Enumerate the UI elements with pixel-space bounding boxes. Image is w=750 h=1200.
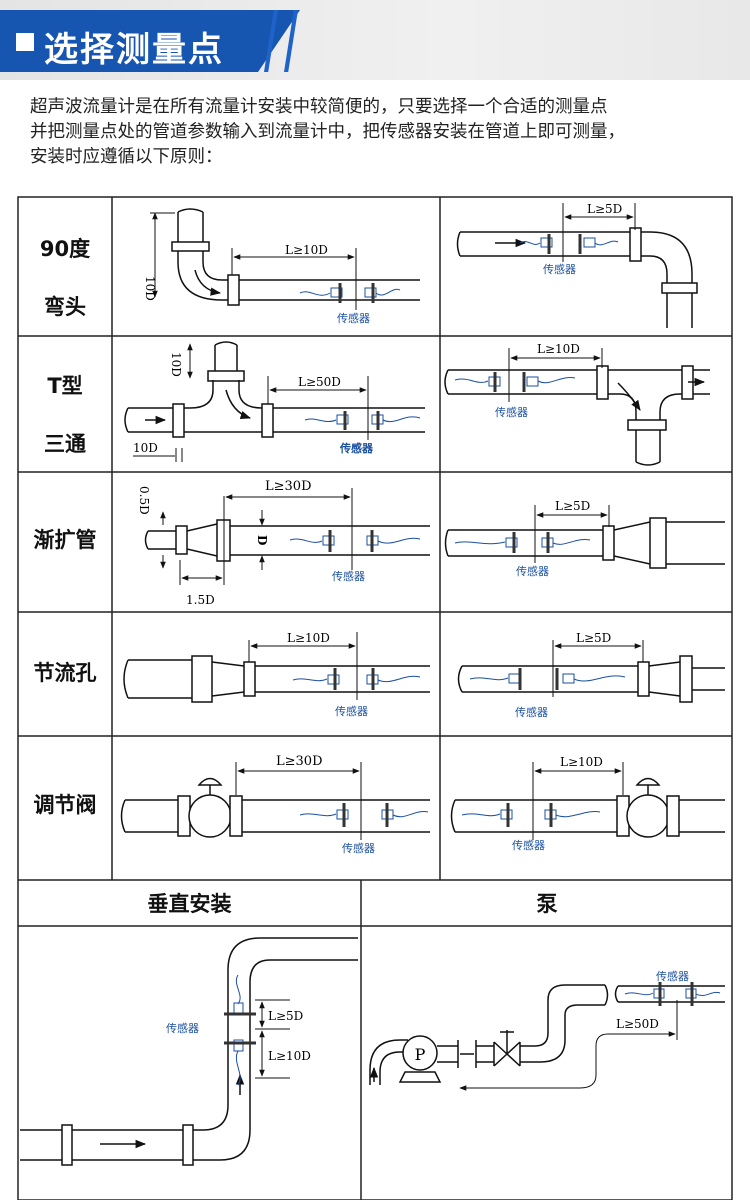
dim-expander-left	[160, 488, 353, 585]
sensor-pair	[224, 974, 256, 1086]
intro-line: 安装时应遵循以下原则：	[30, 147, 223, 167]
dim-orifice-left	[248, 632, 358, 700]
page-title: 选择测量点	[44, 30, 224, 70]
sensor-label: 传感器	[656, 970, 689, 983]
row-label-line: 节流孔	[33, 661, 97, 685]
sensor-pair	[304, 411, 421, 430]
sensor-pair	[289, 530, 421, 552]
sensor-label: 传感器	[332, 570, 365, 583]
sensor-label: 传感器	[515, 706, 548, 719]
dim-tee-right	[508, 348, 603, 402]
diagram-orifice-left	[123, 655, 430, 703]
dim-orifice-right	[552, 640, 644, 697]
dim-valve-right	[532, 762, 624, 840]
diagram-valve-left	[120, 777, 430, 838]
dim-elbow-left	[150, 212, 357, 310]
dim-label: 10D	[133, 441, 158, 455]
row-label-valve: 调节阀	[18, 776, 112, 834]
diagram-elbow-left	[171, 208, 420, 306]
sensor-pair	[469, 668, 626, 690]
sensor-label: 传感器	[166, 1022, 199, 1035]
banner-blue-tab	[0, 10, 300, 72]
sensor-label: 传感器	[516, 565, 549, 578]
diagram-pump	[369, 984, 725, 1085]
section-heading-vertical: 垂直安装	[147, 892, 232, 916]
section-heading-pump: 泵	[536, 892, 558, 916]
dim-label: 0.5D	[137, 486, 151, 515]
sensor-label: 传感器	[512, 839, 545, 852]
dim-pump	[459, 1000, 678, 1091]
diagram-tee-right	[444, 365, 710, 466]
dim-label: L≥10D	[268, 1049, 311, 1063]
dim-label: L≥5D	[587, 202, 622, 216]
sensor-pair	[461, 803, 601, 827]
dim-label: L≥30D	[276, 754, 323, 769]
sensor-pair	[519, 234, 619, 254]
sensor-pair	[454, 532, 591, 553]
row-label-expander: 渐扩管	[18, 511, 112, 569]
dim-label: 10D	[143, 276, 157, 301]
intro-line: 并把测量点处的管道参数输入到流量计中，把传感器安装在管道上即可测量，	[30, 122, 625, 142]
pump-symbol: P	[415, 1045, 426, 1064]
diagram-expander-right	[444, 517, 725, 569]
dim-label: L≥10D	[537, 342, 580, 356]
sensor-label: 传感器	[543, 263, 576, 276]
dim-label: D	[255, 535, 269, 545]
sensor-label: 传感器	[339, 441, 374, 455]
row-label-line: 三通	[44, 432, 86, 456]
sensor-pair	[624, 982, 721, 1006]
dim-label: L≥5D	[576, 631, 611, 645]
dim-label: L≥10D	[560, 755, 603, 769]
row-label-line: 渐扩管	[33, 528, 97, 552]
sensor-pair	[299, 803, 429, 827]
bullet-square-icon	[16, 33, 34, 51]
diagram-tee-left	[124, 341, 425, 438]
dim-label: L≥5D	[268, 1009, 303, 1023]
diagram-elbow-right	[456, 227, 698, 328]
row-label-line: T型	[47, 374, 83, 398]
intro-line: 超声波流量计是在所有流量计安装中较简便的，只要选择一个合适的测量点	[30, 97, 608, 117]
dim-label: L≥50D	[298, 375, 341, 389]
dim-vertical	[255, 999, 290, 1079]
dim-label: 1.5D	[186, 593, 215, 607]
sensor-label: 传感器	[337, 312, 370, 325]
dim-tee-left	[133, 343, 369, 462]
row-label-orifice: 节流孔	[18, 644, 112, 702]
row-label-tee: T型 三通	[18, 357, 112, 473]
dim-label: 10D	[169, 352, 183, 377]
diagram-valve-right	[450, 777, 725, 838]
dim-expander-right	[534, 505, 610, 563]
sensor-label: 传感器	[495, 406, 528, 419]
diagram-orifice-right	[457, 655, 725, 703]
diagram-expander-left	[144, 519, 430, 562]
intro-paragraph: 超声波流量计是在所有流量计安装中较简便的，只要选择一个合适的测量点 并把测量点处…	[30, 95, 730, 170]
row-label-line: 弯头	[44, 295, 86, 319]
dim-elbow-right	[562, 203, 636, 262]
table-grid	[17, 196, 733, 1200]
section-banner: 选择测量点	[0, 0, 750, 80]
sensor-label: 传感器	[342, 842, 375, 855]
row-label-line: 90度	[39, 237, 91, 261]
sensor-pair	[299, 283, 401, 303]
sensor-pair	[292, 668, 421, 690]
dim-valve-left	[235, 762, 362, 840]
dim-label: L≥30D	[265, 479, 312, 494]
sensor-pair	[454, 372, 576, 392]
sensor-label: 传感器	[335, 705, 368, 718]
row-label-elbow: 90度 弯头	[18, 220, 112, 336]
dim-label: L≥10D	[285, 243, 328, 257]
diagram-vertical	[20, 937, 358, 1166]
row-label-line: 调节阀	[33, 793, 97, 817]
dim-label: L≥5D	[555, 499, 590, 513]
dim-label: L≥10D	[287, 631, 330, 645]
dim-label: L≥50D	[616, 1017, 659, 1031]
